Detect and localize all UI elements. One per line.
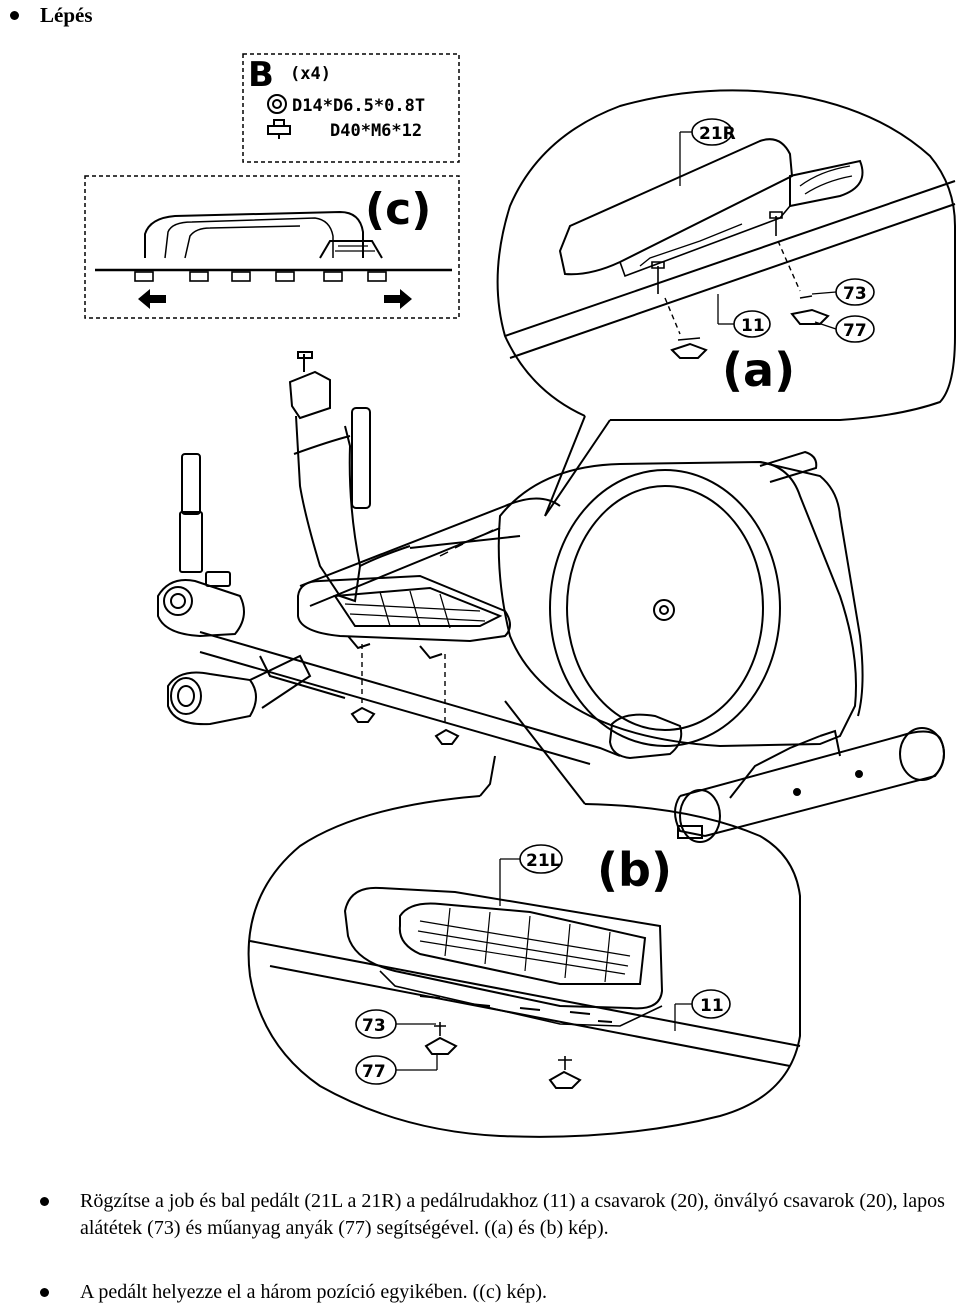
svg-text:73: 73 [843, 284, 867, 304]
arrow-left-icon [138, 289, 166, 309]
mount-points [134, 271, 387, 282]
svg-text:77: 77 [843, 321, 867, 341]
instruction-paragraph-1: Rögzítse a job és bal pedált (21L a 21R)… [40, 1188, 950, 1242]
svg-text:11: 11 [700, 996, 724, 1016]
callout-21R: 21R [679, 118, 736, 186]
svg-text:73: 73 [362, 1016, 386, 1036]
arrow-right-icon [384, 289, 412, 309]
svg-text:77: 77 [362, 1062, 386, 1082]
svg-text:11: 11 [741, 316, 765, 336]
callout-11-b: 11 [674, 989, 731, 1031]
hardware-qty: (x4) [290, 64, 331, 84]
detail-a-bubble [496, 89, 956, 517]
bolt-spec: D40*M6*12 [330, 121, 422, 141]
callout-77-b: 77 [355, 1054, 438, 1085]
step-title: Lépés [40, 3, 93, 27]
instruction-text-2: A pedált helyezze el a három pozíció egy… [80, 1281, 548, 1303]
callout-21L: 21L [499, 844, 563, 906]
svg-text:21L: 21L [526, 851, 561, 871]
elliptical-trainer [157, 351, 945, 843]
washer-icon [267, 94, 287, 114]
detail-b-label: (b) [597, 843, 672, 897]
instruction-paragraph-2: A pedált helyezze el a három pozíció egy… [40, 1279, 950, 1306]
callout-77-a: 77 [814, 315, 875, 343]
detail-a-label: (a) [722, 343, 795, 397]
svg-text:21R: 21R [699, 124, 736, 144]
detail-b-bubble [247, 700, 801, 1138]
assembly-diagram: B (x4) D14*D6.5*0.8T D40*M6*12 (c) [84, 53, 956, 1138]
detail-c-box: (c) [84, 175, 460, 319]
callout-73-a: 73 [811, 278, 875, 306]
bullet-icon [40, 1197, 49, 1206]
callout-11-a: 11 [717, 294, 771, 338]
hardware-letter: B [248, 55, 274, 95]
detail-c-label: (c) [365, 184, 431, 235]
bolt-icon [267, 119, 291, 139]
washer-spec: D14*D6.5*0.8T [292, 96, 425, 116]
bullet-icon [40, 1288, 49, 1297]
callout-73-b: 73 [355, 1009, 436, 1039]
instruction-text-1: Rögzítse a job és bal pedált (21L a 21R)… [80, 1190, 945, 1239]
step-heading: Lépés [10, 2, 93, 28]
bullet-icon [10, 10, 19, 20]
hardware-box-b: B (x4) D14*D6.5*0.8T D40*M6*12 [242, 53, 460, 163]
